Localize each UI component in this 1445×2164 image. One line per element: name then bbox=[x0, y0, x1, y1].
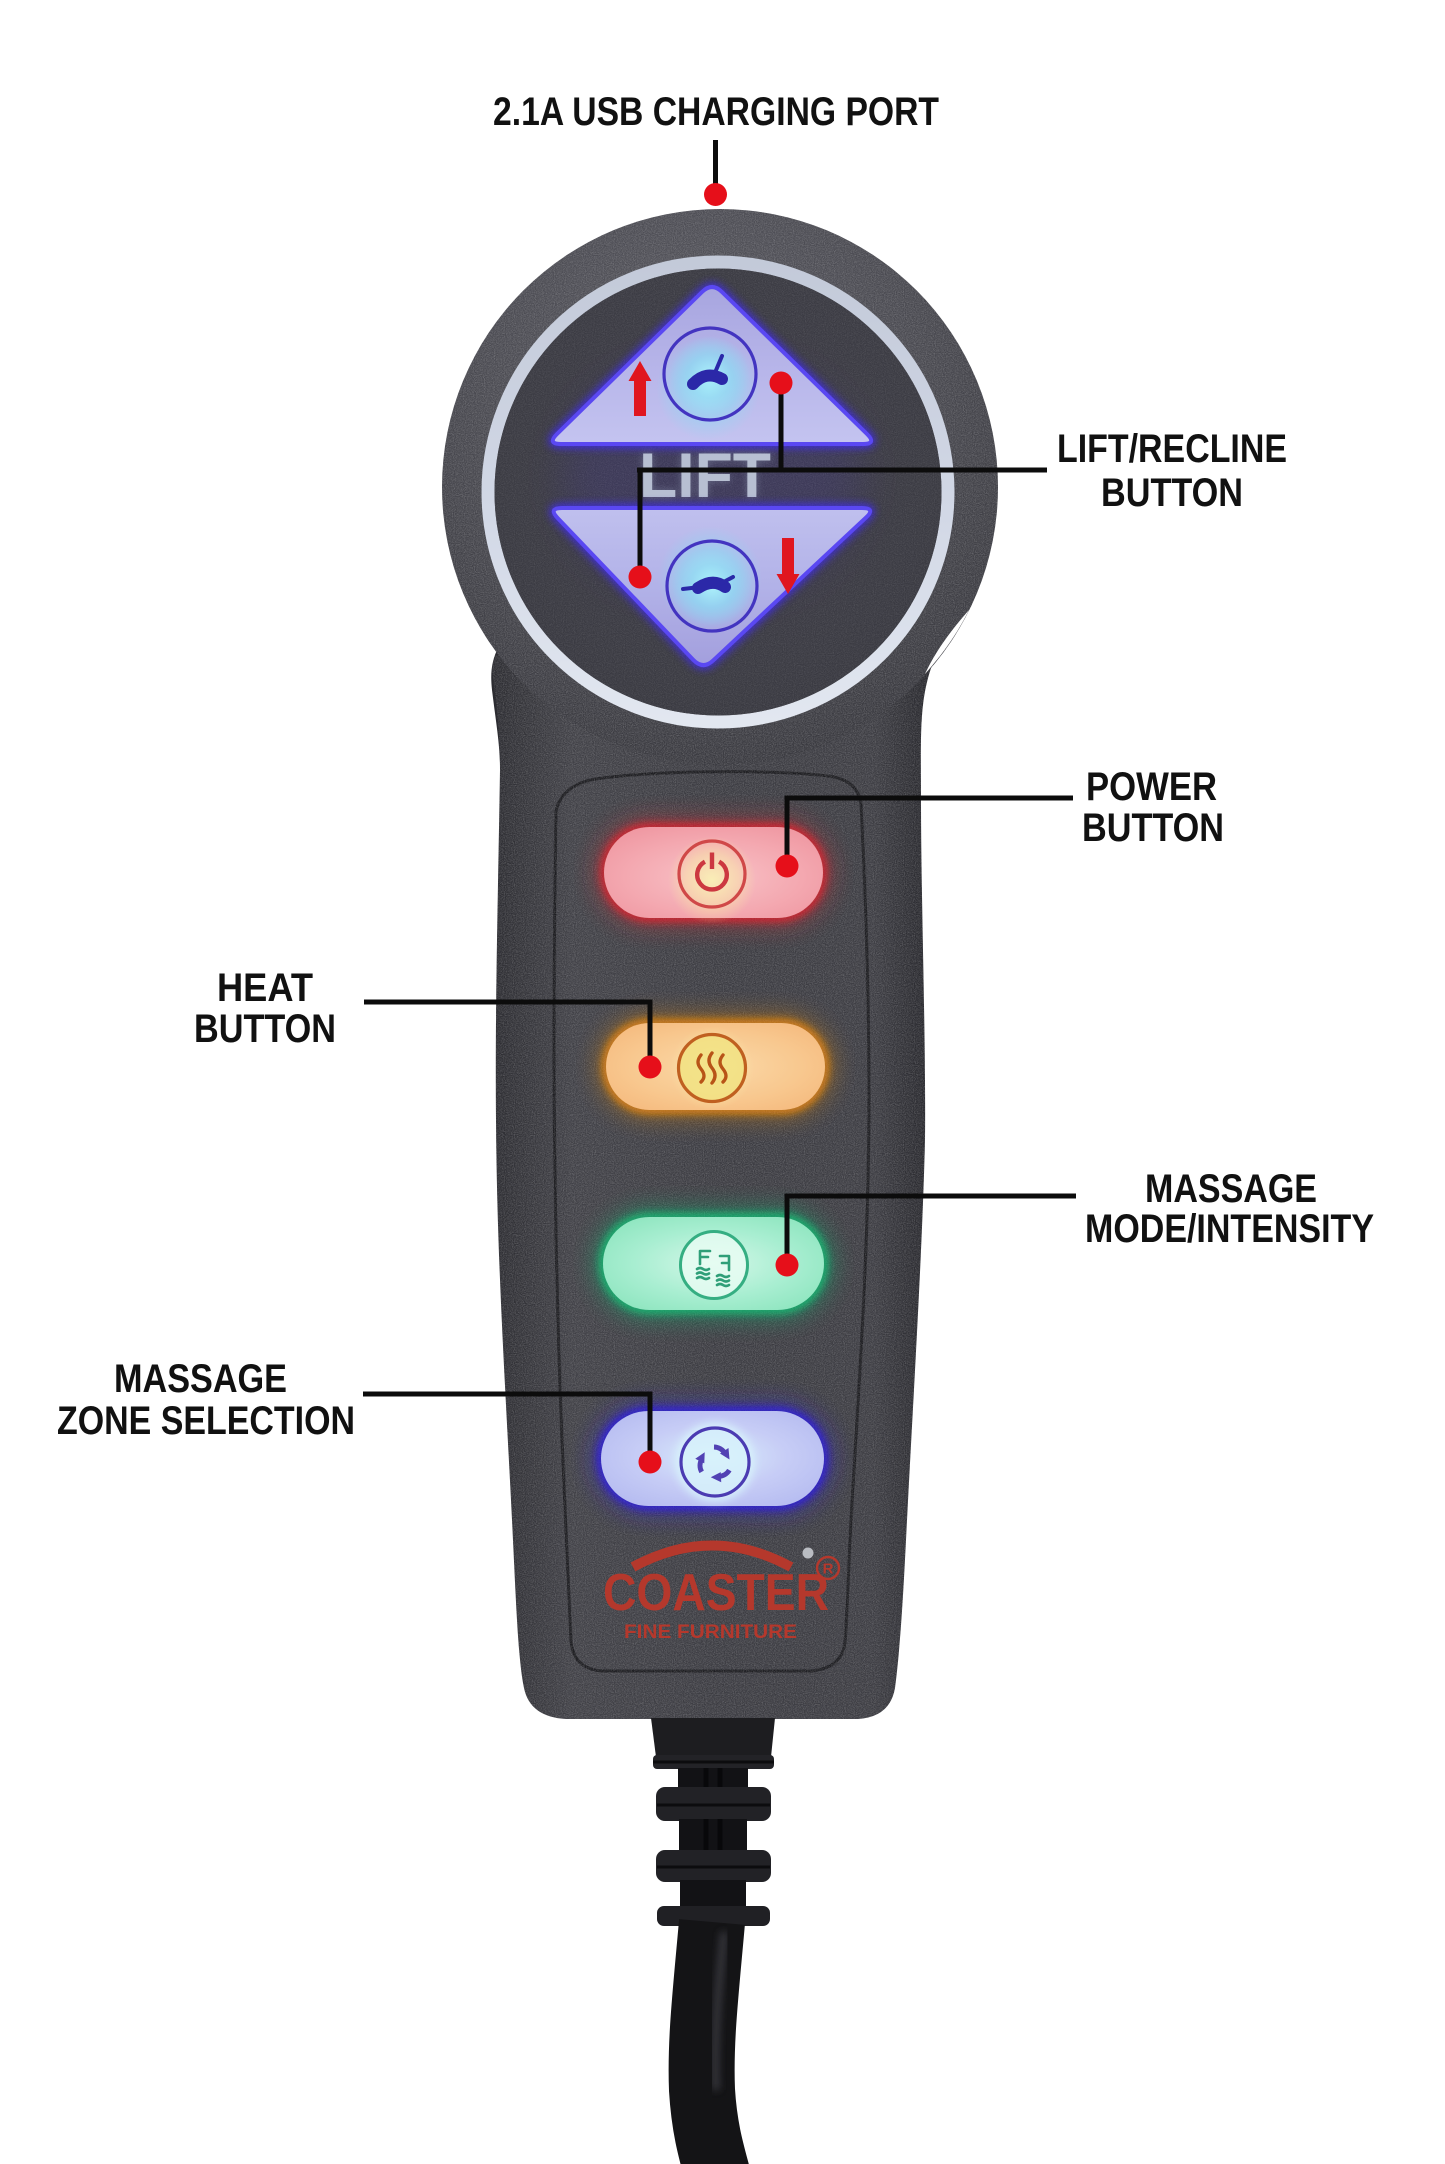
svg-text:MASSAGE: MASSAGE bbox=[1145, 1167, 1317, 1211]
svg-text:FINE FURNITURE: FINE FURNITURE bbox=[624, 1622, 797, 1643]
svg-text:R: R bbox=[823, 1561, 834, 1578]
svg-text:POWER: POWER bbox=[1086, 765, 1217, 809]
svg-text:2.1A USB CHARGING PORT: 2.1A USB CHARGING PORT bbox=[493, 90, 939, 134]
svg-text:BUTTON: BUTTON bbox=[194, 1007, 336, 1051]
svg-text:COASTER: COASTER bbox=[603, 1564, 829, 1622]
svg-text:BUTTON: BUTTON bbox=[1082, 806, 1224, 850]
svg-text:LIFT: LIFT bbox=[639, 441, 771, 511]
svg-text:LIFT: LIFT bbox=[639, 441, 771, 511]
svg-text:HEAT: HEAT bbox=[217, 966, 313, 1010]
svg-text:MODE/INTENSITY: MODE/INTENSITY bbox=[1085, 1207, 1374, 1251]
svg-text:BUTTON: BUTTON bbox=[1101, 471, 1243, 515]
svg-text:MASSAGE: MASSAGE bbox=[114, 1357, 287, 1401]
svg-text:LIFT/RECLINE: LIFT/RECLINE bbox=[1057, 427, 1287, 471]
svg-text:ZONE SELECTION: ZONE SELECTION bbox=[57, 1399, 355, 1443]
